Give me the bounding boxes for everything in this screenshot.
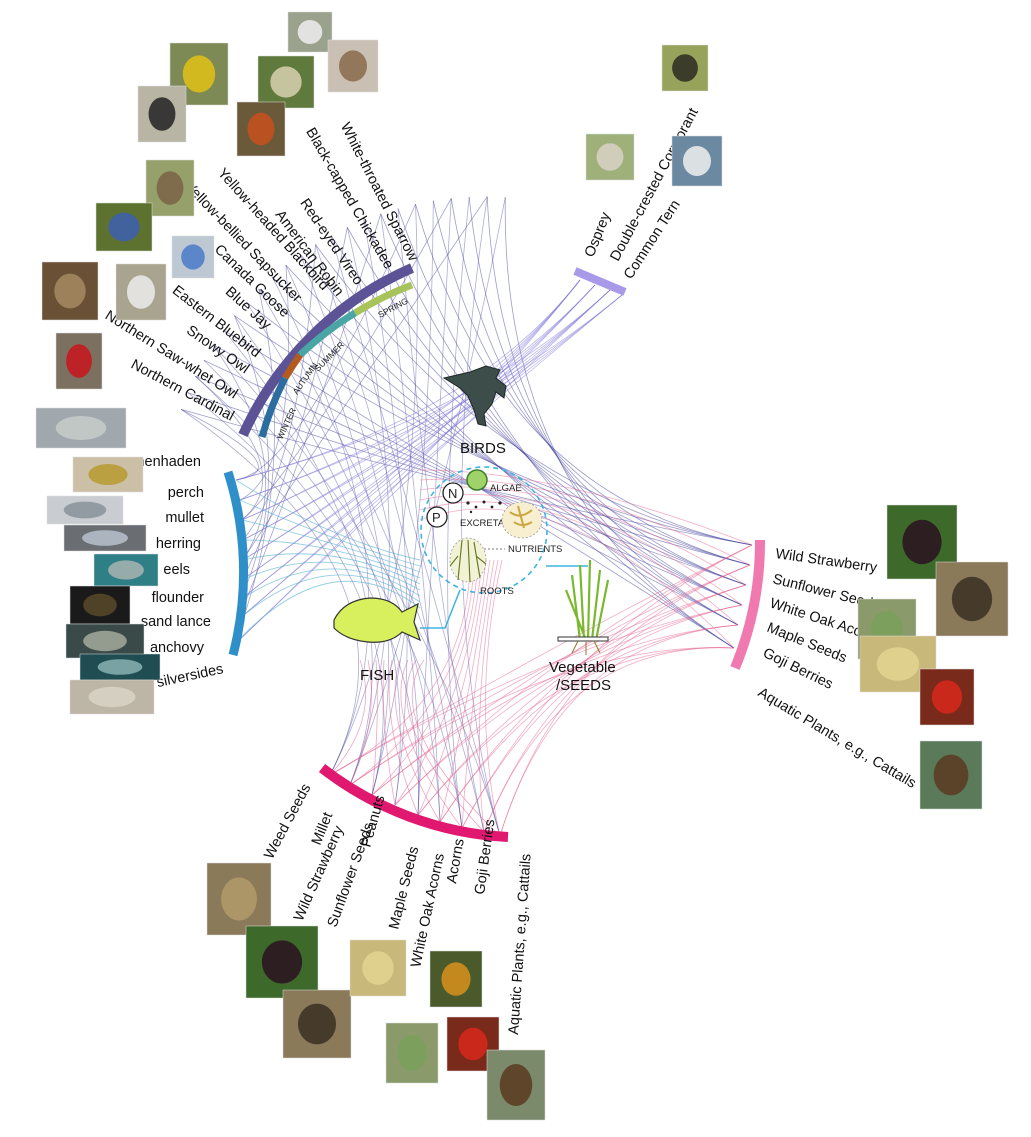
fish-label: herring bbox=[156, 536, 201, 552]
goose-photo bbox=[146, 160, 194, 216]
fish-label: mullet bbox=[165, 510, 204, 526]
silversides-photo bbox=[70, 680, 154, 714]
cormorant-photo bbox=[662, 45, 708, 91]
birds-label: BIRDS bbox=[460, 440, 506, 457]
plant-seed-link bbox=[395, 605, 742, 805]
bluebird-photo bbox=[96, 203, 152, 251]
water-birds-arc bbox=[575, 271, 625, 292]
seeds-cattails-photo bbox=[487, 1050, 545, 1120]
eel-photo bbox=[94, 554, 158, 586]
seed-label: Aquatic Plants, e.g., Cattails bbox=[506, 853, 535, 1035]
plant-seed-link bbox=[440, 625, 738, 822]
tern-photo bbox=[672, 136, 722, 186]
fish-label: sand lance bbox=[141, 614, 211, 630]
osprey-photo bbox=[586, 134, 634, 180]
fish-label: silversides bbox=[155, 661, 225, 691]
seed-label: Acorns bbox=[444, 837, 468, 884]
nitrogen-symbol: N bbox=[448, 486, 457, 501]
sunflower-photo bbox=[936, 562, 1008, 636]
perch-photo bbox=[73, 457, 143, 492]
flounder-photo bbox=[70, 586, 130, 624]
roots-label: ROOTS bbox=[480, 586, 514, 597]
chickadee-photo bbox=[288, 12, 332, 52]
bird-plant-link bbox=[505, 197, 734, 648]
fish-label: FISH bbox=[360, 667, 394, 684]
sand-lance-photo bbox=[66, 624, 144, 658]
goji-photo bbox=[920, 669, 974, 725]
fish-label: flounder bbox=[152, 590, 205, 606]
plant-label: Wild Strawberry bbox=[774, 546, 878, 576]
plant-seed-link bbox=[500, 565, 750, 836]
vegetable-icon bbox=[558, 560, 608, 655]
saw-whet-owl-photo bbox=[42, 262, 98, 320]
bird-seed-link bbox=[188, 393, 383, 795]
snowy-owl-photo bbox=[116, 264, 166, 320]
excreta-label: EXCRETA bbox=[460, 518, 505, 529]
mullet-photo bbox=[47, 496, 123, 524]
anchovy-photo bbox=[80, 654, 160, 680]
seeds-label: /SEEDS bbox=[556, 677, 611, 694]
plant-label: Aquatic Plants, e.g., Cattails bbox=[755, 685, 919, 792]
blue-jay-photo bbox=[172, 236, 214, 278]
fish-label: perch bbox=[168, 485, 204, 501]
weed-seeds-photo bbox=[207, 863, 271, 935]
plant-seed-link bbox=[484, 585, 746, 832]
sapsucker-photo bbox=[138, 86, 186, 142]
seed-label: Weed Seeds bbox=[261, 781, 314, 862]
sparrow-photo bbox=[328, 40, 378, 92]
seeds-sunflower-photo bbox=[283, 990, 351, 1058]
menhaden-photo bbox=[36, 408, 126, 448]
vireo-photo bbox=[258, 56, 314, 108]
herring-photo bbox=[64, 525, 146, 551]
bird-fish-link bbox=[242, 198, 451, 520]
algae-icon bbox=[467, 470, 487, 490]
season-label-summer: SUMMER bbox=[312, 340, 346, 374]
cardinal-photo bbox=[56, 333, 102, 389]
nutrients-label: NUTRIENTS bbox=[508, 544, 562, 555]
fish-label: eels bbox=[163, 562, 190, 578]
robin-photo bbox=[237, 102, 285, 156]
seeds-maple-photo bbox=[350, 940, 406, 996]
bird-seed-link bbox=[331, 236, 500, 836]
algae-label: ALGAE bbox=[490, 483, 522, 494]
fish-label: anchovy bbox=[150, 640, 205, 656]
seeds-acorns-photo bbox=[430, 951, 482, 1007]
vegetable-label: Vegetable bbox=[549, 659, 616, 676]
water-bird-fish-link bbox=[234, 290, 610, 645]
phosphorus-symbol: P bbox=[432, 510, 441, 525]
seed-label: Maple Seeds bbox=[386, 845, 422, 931]
water-bird-fish-link bbox=[234, 280, 580, 645]
seeds-strawberry-photo bbox=[246, 926, 318, 998]
seeds-oak-acorns-photo bbox=[386, 1023, 438, 1083]
cattails-photo bbox=[920, 741, 982, 809]
